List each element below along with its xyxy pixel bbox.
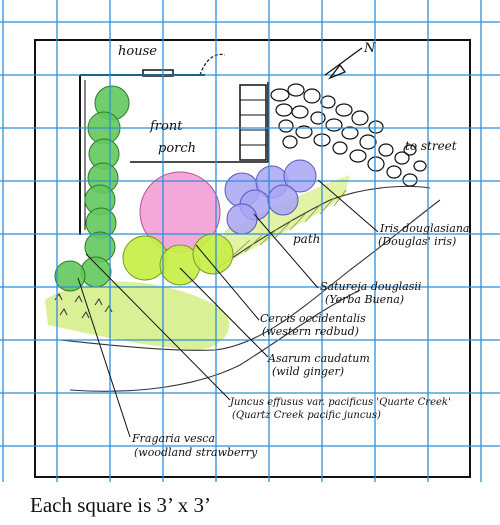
- north-arrow: [324, 47, 363, 80]
- leader-lines: [77, 179, 379, 438]
- iris-plants: [224, 159, 317, 235]
- path-label: path: [293, 232, 320, 246]
- porch-label: porch: [158, 141, 196, 156]
- fragaria-latin: Fragaria vesca: [131, 432, 215, 445]
- scale-caption: Each square is 3’ x 3’: [30, 493, 211, 517]
- north-label: N: [363, 41, 376, 56]
- asarum-plants: [122, 233, 234, 286]
- asarum-common: (wild ginger): [272, 365, 344, 378]
- garden-path-area: [215, 175, 350, 268]
- strawberry-ground-area: [45, 281, 230, 350]
- juncus-common: (Quartz Creek pacific juncus): [232, 410, 381, 421]
- satureja-latin: Satureja douglasii: [320, 280, 421, 293]
- fragaria-common: (woodland strawberry: [134, 446, 258, 459]
- strawberry-marks: [54, 293, 113, 319]
- asarum-latin: Asarum caudatum: [267, 352, 370, 365]
- house-label: house: [118, 44, 157, 59]
- front-label: front: [149, 119, 183, 134]
- satureja-common: (Yerba Buena): [325, 293, 404, 306]
- juncus-latin: Juncus effusus var. pacificus 'Quarte Cr…: [228, 397, 451, 408]
- to-street-label: to street: [405, 139, 457, 153]
- iris-latin: Iris douglasiana: [379, 222, 470, 235]
- scale-grid: [0, 0, 500, 482]
- cercis-latin: Cercis occidentalis: [260, 312, 366, 325]
- iris-common: (Douglas' iris): [378, 235, 456, 248]
- plan-border: [34, 39, 471, 478]
- cercis-common: (western redbud): [262, 325, 359, 338]
